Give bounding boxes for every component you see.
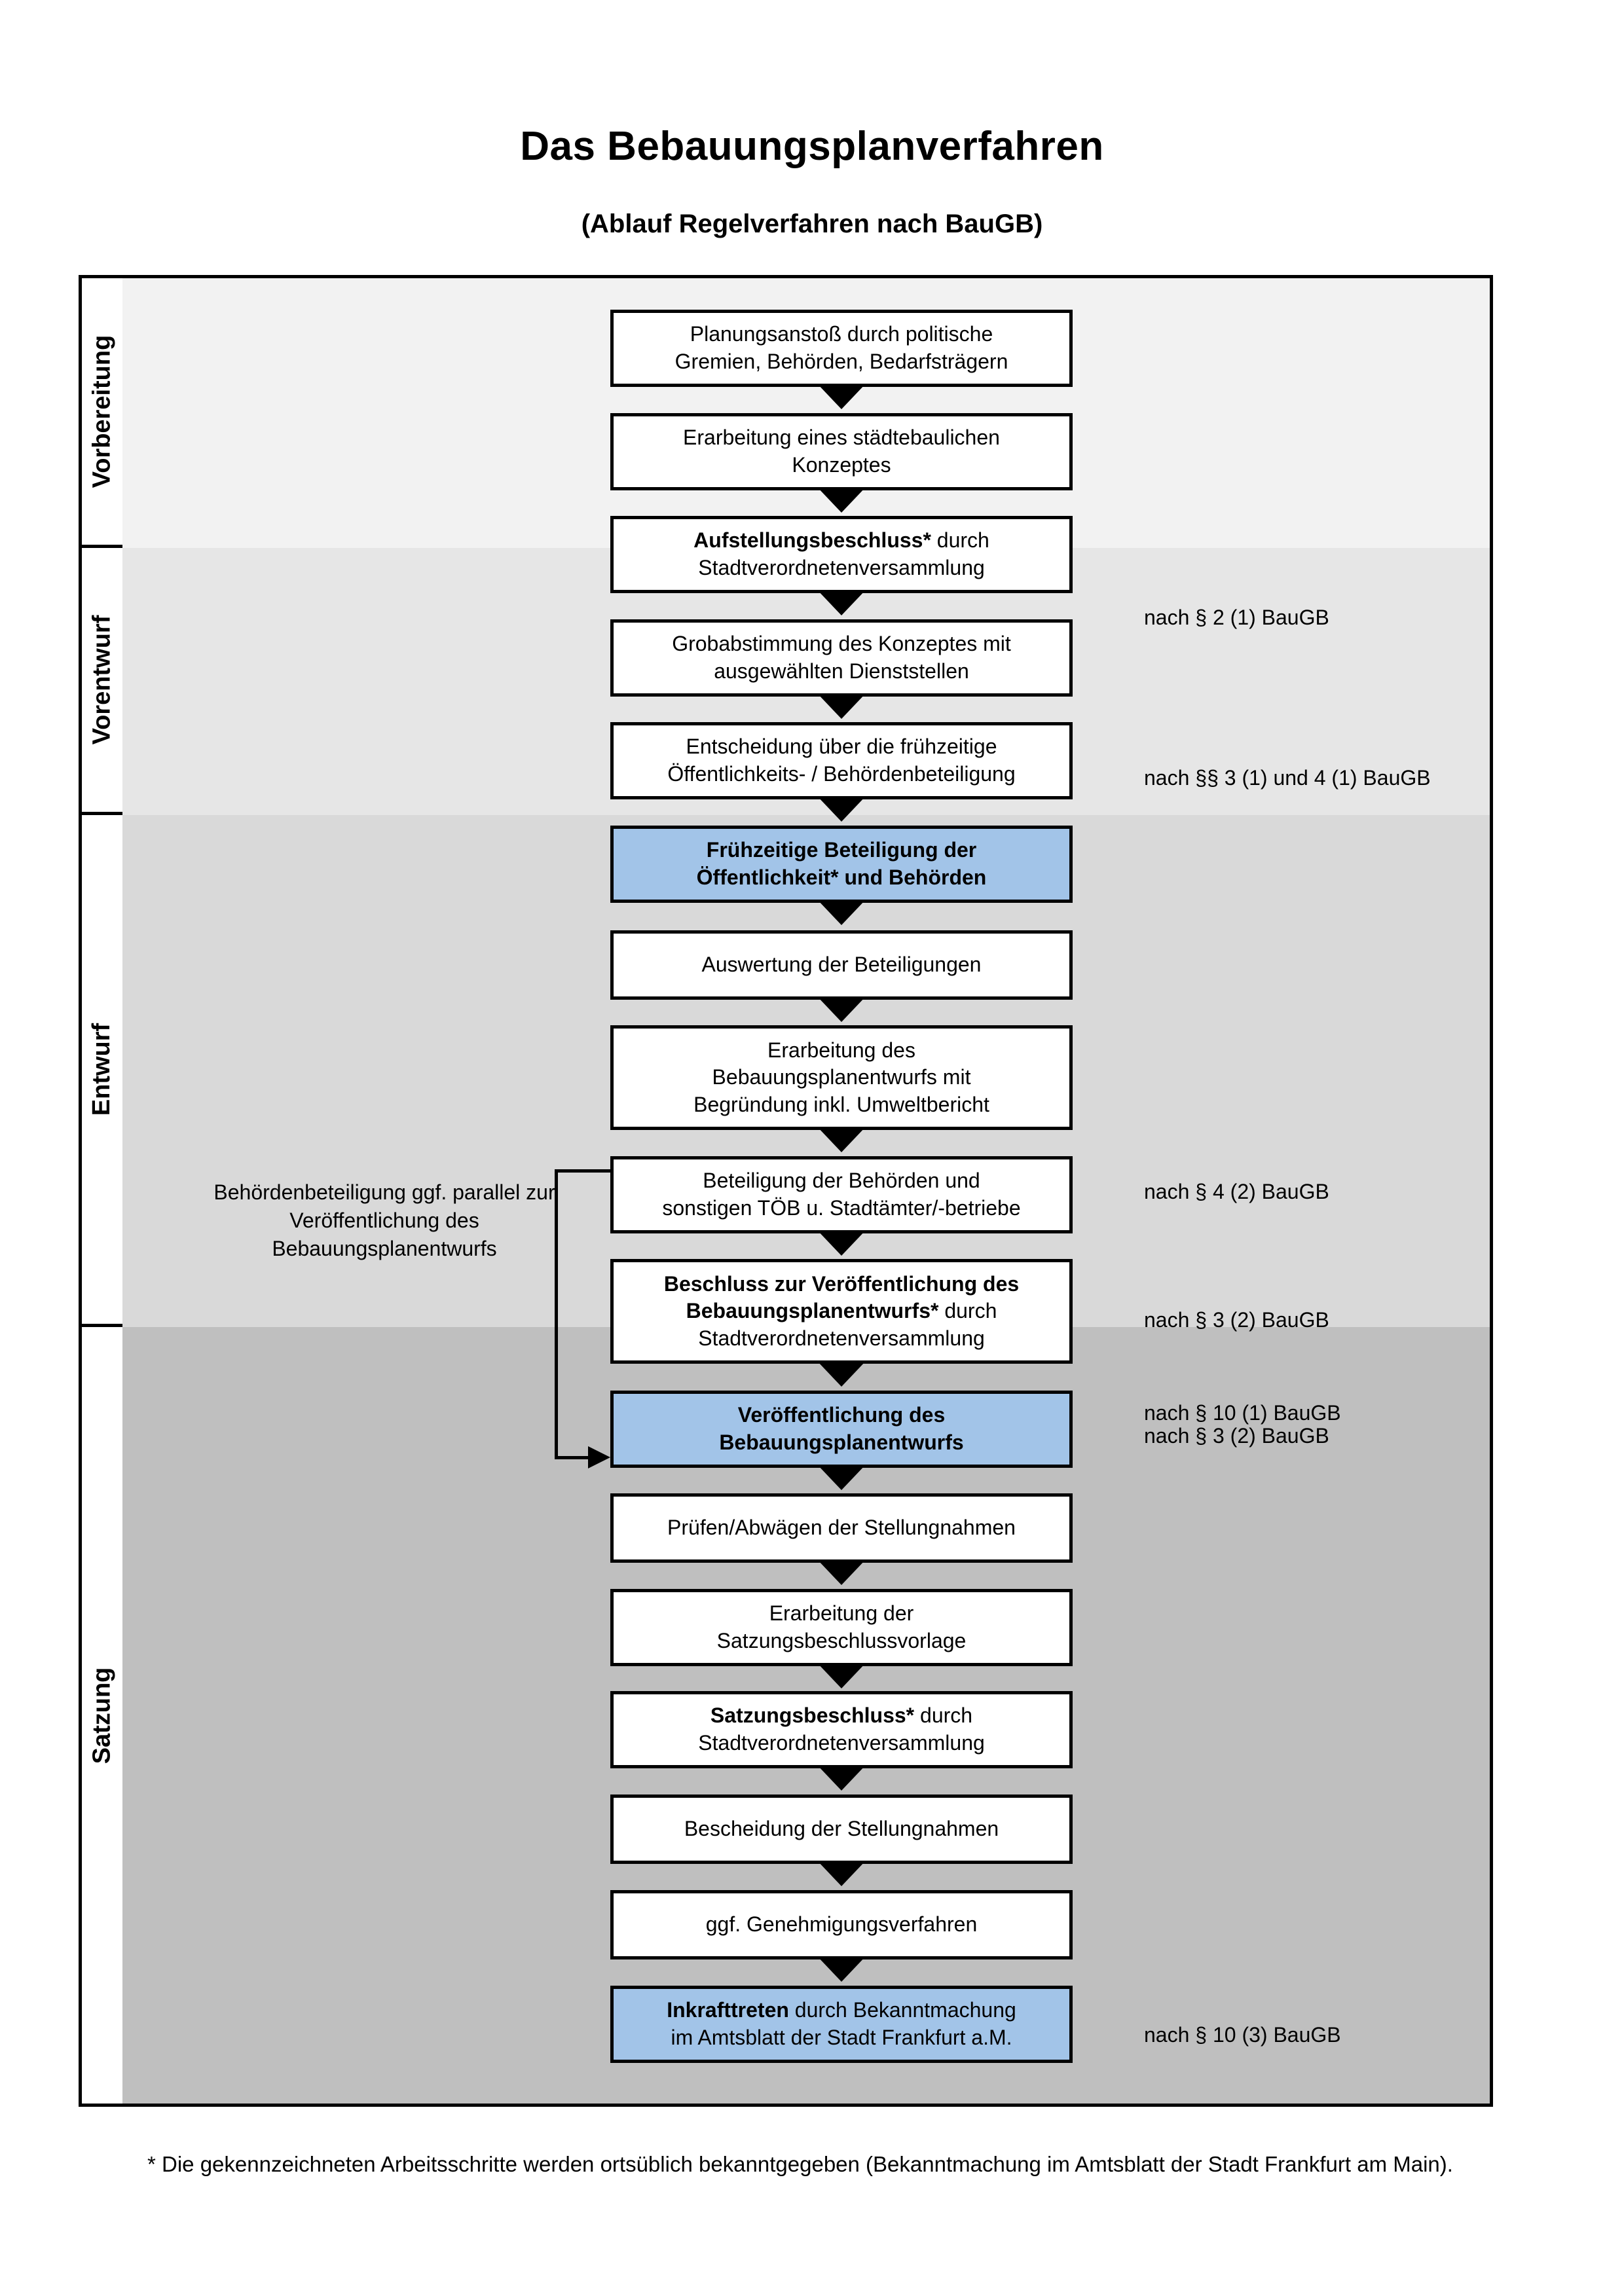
step-line: Entscheidung über die frühzeitige <box>686 735 997 759</box>
step-line: Grobabstimmung des Konzeptes mit <box>672 632 1011 656</box>
step-text: Bescheidung der Stellungnahmen <box>684 1815 999 1843</box>
phase-label: Satzung <box>88 1667 116 1764</box>
legal-reference-ref-par10-3: nach § 10 (3) BauGB <box>1144 2023 1341 2047</box>
step-line: Öffentlichkeits- / Behördenbeteiligung <box>667 762 1016 786</box>
phase-cell-vorentwurf: Vorentwurf <box>82 548 122 815</box>
step-text: Inkrafttreten durch Bekanntmachung im Amt… <box>667 1997 1016 2051</box>
step-line: Prüfen/Abwägen der Stellungnahmen <box>667 1516 1016 1540</box>
side-note-behoerdenbeteiligung: Behördenbeteiligung ggf. parallel zur Ve… <box>213 1180 555 1260</box>
phase-cell-entwurf: Entwurf <box>82 815 122 1327</box>
legal-reference-ref-par4-2: nach § 4 (2) BauGB <box>1144 1180 1329 1203</box>
step-line: im Amtsblatt der Stadt Frankfurt a.M. <box>671 2026 1012 2049</box>
step-text: Prüfen/Abwägen der Stellungnahmen <box>667 1514 1016 1542</box>
step-box-genehmigungsverfahren[interactable]: ggf. Genehmigungsverfahren <box>610 1890 1073 1959</box>
step-line: Frühzeitige Beteiligung der <box>706 838 977 862</box>
step-box-bescheidung[interactable]: Bescheidung der Stellungnahmen <box>610 1795 1073 1864</box>
phase-label: Vorbereitung <box>88 335 116 488</box>
page-title: Das Bebauungsplanverfahren <box>520 124 1104 169</box>
step-line: Gremien, Behörden, Bedarfsträgern <box>674 350 1008 373</box>
step-box-inkrafttreten[interactable]: Inkrafttreten durch Bekanntmachung im Amt… <box>610 1986 1073 2063</box>
legal-reference-ref-par2-1: nach § 2 (1) BauGB <box>1144 606 1329 629</box>
step-line: sonstigen TÖB u. Stadtämter/-betriebe <box>662 1196 1021 1220</box>
step-line: Erarbeitung der <box>769 1601 914 1626</box>
step-line: Beschluss zur Veröffentlichung des <box>663 1271 1020 1296</box>
phase-cell-vorbereitung: Vorbereitung <box>82 278 122 548</box>
step-line: Erarbeitung des <box>767 1038 915 1062</box>
step-line: Beteiligung der Behörden und <box>703 1169 980 1193</box>
legal-reference-ref-par3-2-a: nach § 3 (2) BauGB <box>1144 1308 1329 1332</box>
page-subtitle: (Ablauf Regelverfahren nach BauGB) <box>581 210 1043 238</box>
step-text: Grobabstimmung des Konzeptes mit ausgewäh… <box>672 630 1011 685</box>
bracket-bottom-segment <box>555 1456 592 1459</box>
step-box-pruefen-abwaegen[interactable]: Prüfen/Abwägen der Stellungnahmen <box>610 1493 1073 1563</box>
step-line: Inkrafttreten durch Bekanntmachung <box>667 1998 1016 2022</box>
step-line: Satzungsbeschluss* durch <box>710 1704 973 1728</box>
step-box-grobabstimmung[interactable]: Grobabstimmung des Konzeptes mit ausgewäh… <box>610 619 1073 697</box>
step-text: ggf. Genehmigungsverfahren <box>706 1911 977 1939</box>
step-line: Bescheidung der Stellungnahmen <box>684 1817 999 1841</box>
legal-reference-ref-par10-1: nach § 10 (1) BauGB <box>1144 1401 1341 1425</box>
step-box-auswertung[interactable]: Auswertung der Beteiligungen <box>610 930 1073 1000</box>
legal-reference-ref-par3-2-b: nach § 3 (2) BauGB <box>1144 1424 1329 1448</box>
step-line: ggf. Genehmigungsverfahren <box>705 1912 978 1937</box>
step-line: Bebauungsplanentwurfs mit <box>712 1065 971 1089</box>
step-line: Auswertung der Beteiligungen <box>701 953 982 977</box>
step-line: Stadtverordnetenversammlung <box>698 556 985 579</box>
step-line: Bebauungsplanentwurfs <box>719 1430 964 1454</box>
step-line: Konzeptes <box>792 453 891 477</box>
phase-label: Vorentwurf <box>88 615 116 745</box>
step-text: Beteiligung der Behörden und sonstigen TÖ… <box>662 1167 1020 1222</box>
step-text: Auswertung der Beteiligungen <box>702 951 982 979</box>
phase-label: Entwurf <box>88 1023 116 1116</box>
step-line: Öffentlichkeit* und Behörden <box>696 866 987 889</box>
step-line: ausgewählten Dienststellen <box>714 659 969 683</box>
bracket-vertical-segment <box>555 1169 558 1456</box>
step-line: Stadtverordnetenversammlung <box>698 1731 985 1755</box>
step-line: Begründung inkl. Umweltbericht <box>693 1092 989 1116</box>
bracket-top-segment <box>555 1169 610 1173</box>
step-line: Erarbeitung eines städtebaulichen <box>683 426 1000 450</box>
step-line: Aufstellungsbeschluss* durch <box>693 528 989 553</box>
footnote: * Die gekennzeichneten Arbeitsschritte w… <box>147 2152 1453 2176</box>
step-line: Stadtverordnetenversammlung <box>698 1326 985 1350</box>
step-box-beteiligung-behoerden[interactable]: Beteiligung der Behörden und sonstigen TÖ… <box>610 1156 1073 1233</box>
step-line: Satzungsbeschlussvorlage <box>716 1629 967 1652</box>
legal-reference-ref-par3-1-4-1: nach §§ 3 (1) und 4 (1) BauGB <box>1144 766 1431 790</box>
phase-cell-satzung: Satzung <box>82 1327 122 2104</box>
step-line: Planungsanstoß durch politische <box>690 322 993 346</box>
step-line: Bebauungsplanentwurfs* durch <box>686 1299 997 1323</box>
step-line: Veröffentlichung des <box>737 1403 946 1427</box>
